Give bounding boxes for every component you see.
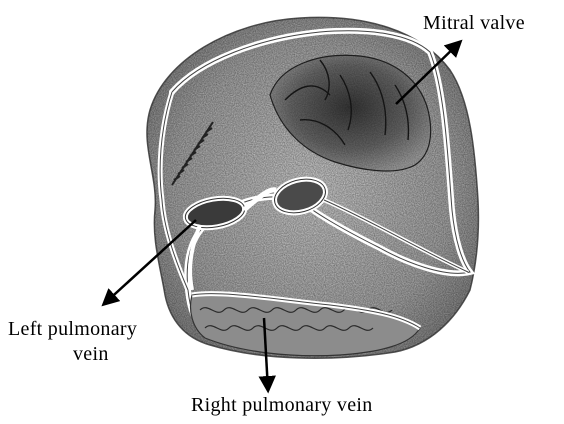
left-pulmonary-vein-label-line1: Left pulmonary [8,318,137,340]
left-pulmonary-vein-label-line2: vein [73,343,109,365]
right-pulmonary-vein-label: Right pulmonary vein [191,394,373,416]
mitral-valve-label: Mitral valve [423,12,525,34]
